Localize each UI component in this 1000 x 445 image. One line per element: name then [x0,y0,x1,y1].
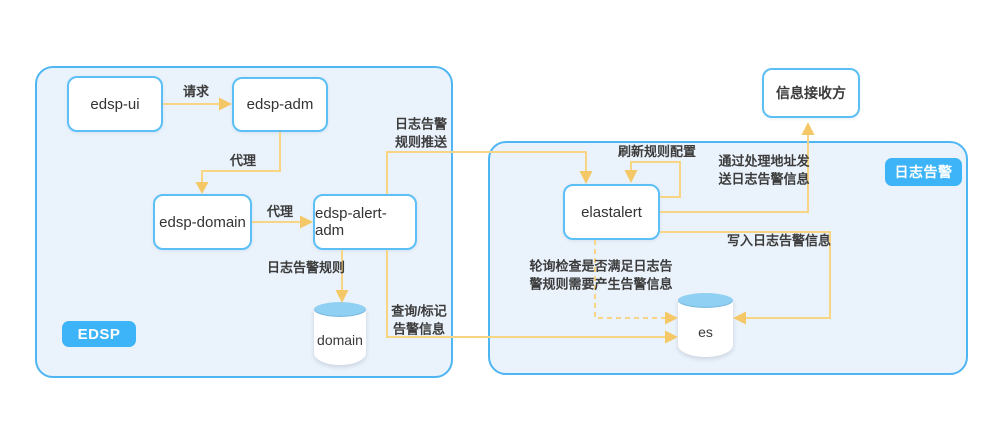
edge-label-send-via-handler: 通过处理地址发 送日志告警信息 [718,153,810,186]
edge-label-query-mark: 查询/标记 告警信息 [391,303,447,336]
edge-label-write-alert: 写入日志告警信息 [726,233,832,249]
database-domain: domain [314,302,366,365]
edge-label-log-alert-rule: 日志告警规则 [266,260,346,276]
edsp-group-badge: EDSP [62,321,136,347]
edge-label-rule-push: 日志告警 规则推送 [394,116,448,149]
database-es: es [678,293,733,357]
database-domain-label: domain [314,309,366,365]
edge-label-proxy1: 代理 [229,153,257,169]
edge-label-poll-check: 轮询检查是否满足日志告 警规则需要产生告警信息 [529,258,673,291]
edge-label-refresh-rule: 刷新规则配置 [617,144,697,160]
log-alert-group-badge: 日志告警 [885,158,962,186]
node-message-receiver: 信息接收方 [762,68,860,118]
database-es-label: es [678,300,733,357]
edge-label-proxy2: 代理 [266,204,294,220]
node-edsp-domain: edsp-domain [153,194,252,250]
node-edsp-alert-adm: edsp-alert-adm [313,194,417,250]
node-edsp-ui: edsp-ui [67,76,163,132]
arrowhead-up-icon [801,122,815,135]
node-elastalert: elastalert [563,184,660,240]
database-cylinder-top-icon [314,302,366,317]
database-cylinder-top-icon [678,293,733,308]
node-edsp-adm: edsp-adm [232,77,328,132]
edge-label-request: 请求 [182,84,210,100]
